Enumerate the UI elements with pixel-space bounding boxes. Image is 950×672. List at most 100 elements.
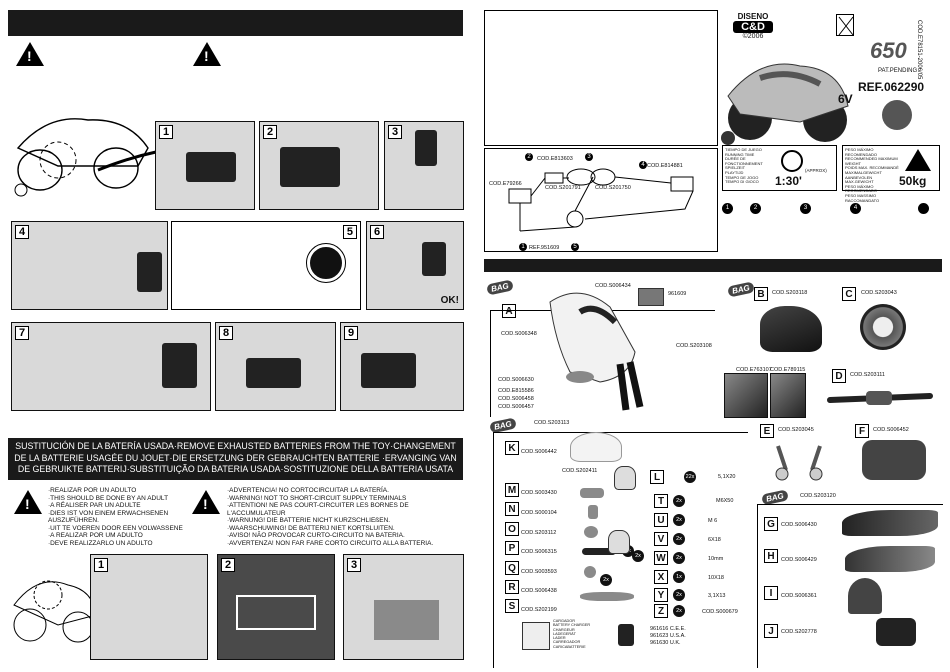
part-code: COD.S006452: [873, 427, 909, 433]
step-number: 2: [221, 558, 236, 572]
part-code: COD.S203113: [534, 420, 570, 426]
part-photo-d2: [770, 373, 806, 418]
step-photo-6: 6 OK!: [366, 221, 464, 310]
warning-triangle-icon: [14, 490, 42, 514]
step-photo-7: 7: [11, 322, 211, 411]
wiring-marker: 5: [571, 243, 579, 251]
warning-triangle-icon: [192, 490, 220, 514]
wiring-marker: 2: [525, 153, 533, 161]
quantity-badge: 2x: [600, 574, 612, 586]
product-photo: [720, 48, 855, 148]
battery-section-title: SUSTITUCIÓN DE LA BATERÍA USADA·REMOVE E…: [14, 441, 457, 474]
part-code: COD.S003430: [521, 490, 557, 496]
wiring-marker: 4: [639, 161, 647, 169]
dot-marker-filled: [918, 203, 929, 214]
reference-label: REF.062290: [858, 80, 925, 94]
quantity-badge: 2x: [673, 605, 685, 617]
motorcycle-outline-icon: [14, 118, 157, 197]
ok-label: OK!: [440, 295, 459, 306]
part-letter: J: [764, 624, 778, 638]
bag-icon: [608, 530, 630, 554]
short-circuit-warning-list: ·ADVERTENCIA! NO CORTOCIRCUITAR LA BATER…: [227, 487, 434, 547]
part-code: COD.S203108: [676, 343, 712, 349]
small-part-q: [584, 566, 596, 578]
adult-warning-list: ·REALIZAR POR UN ADULTO ·THIS SHOULD BE …: [48, 487, 183, 547]
step-photo-4: 4: [11, 221, 168, 310]
part-letter: P: [505, 541, 519, 555]
part-code: COD.E815586: [498, 388, 534, 394]
side-panel-part-h: [845, 546, 935, 572]
weight-icon: [905, 149, 931, 171]
quantity-badge: 1x: [673, 571, 685, 583]
battery-title-bar: SUSTITUCIÓN DE LA BATERÍA USADA·REMOVE E…: [8, 438, 463, 480]
part-letter: H: [764, 549, 778, 563]
part-code: COD.S006430: [781, 522, 817, 528]
front-fairing-part: [760, 306, 822, 352]
part-letter: D: [832, 369, 846, 383]
step-number: 2: [263, 125, 278, 139]
step-number: 4: [15, 225, 30, 239]
warning-triangle-icon: [193, 42, 221, 66]
part-letter: R: [505, 580, 519, 594]
part-photo-d1: [724, 373, 768, 418]
part-code: COD.S006434: [595, 283, 631, 289]
step-photo-1: 1: [155, 121, 255, 210]
part-dimension: 5,1X20: [718, 474, 736, 480]
part-code: COD.S203118: [772, 290, 808, 296]
part-code: COD.S203111: [850, 372, 885, 378]
part-code: COD.S006361: [781, 593, 817, 599]
step-number: 3: [388, 125, 403, 139]
part-code: COD.S006457: [498, 404, 534, 410]
battery-step-3: 3: [343, 554, 464, 660]
part-letter: E: [760, 424, 774, 438]
children-icon: [882, 100, 912, 130]
bag-frame: [493, 432, 748, 668]
charger-labels: CARGADOR BATTERY CHARGER CHARGEUR LADEGE…: [553, 619, 591, 649]
run-time-box: TIEMPO DE JUEGO RUNNING TIME DURÉE DE FO…: [722, 145, 837, 191]
battery-step-1: 1: [90, 554, 208, 660]
max-weight-value: 50kg: [899, 174, 927, 188]
step-photo-2: 2: [259, 121, 379, 210]
stopwatch-icon: [306, 243, 346, 283]
part-code: COD.S000104: [521, 510, 557, 516]
step-number: 1: [159, 125, 174, 139]
model-logo: 650: [870, 38, 907, 63]
charger-plug-icon: [618, 624, 634, 646]
mudguard-part: [848, 578, 882, 614]
patent-label: PAT.PENDING: [878, 68, 918, 74]
part-code: COD.S202199: [521, 607, 557, 613]
small-part-m: [580, 488, 604, 498]
part-dimension: 10X18: [708, 575, 724, 581]
part-code: COD.S006315: [521, 549, 557, 555]
motorcycle-body-part: [540, 282, 650, 412]
run-time-value: 1:30': [775, 174, 802, 188]
motorcycle-outline-icon: [13, 580, 97, 643]
charger-box-icon: [522, 622, 550, 650]
throttle-grip-part: [582, 548, 616, 555]
quantity-badge: 2x: [673, 495, 685, 507]
sticker-part: [580, 592, 634, 601]
quantity-badge: 2x: [673, 533, 685, 545]
side-code: COD.E78151-2006/05: [916, 20, 922, 80]
wiring-marker: 3: [585, 153, 593, 161]
part-letter: Z: [654, 604, 668, 618]
step-number: 9: [344, 326, 359, 340]
quantity-badge: 2x: [673, 589, 685, 601]
part-code: COD.S203112: [521, 530, 557, 536]
recycle-bin-icon: [836, 14, 854, 36]
step-number: 8: [219, 326, 234, 340]
wiring-code: COD.E79266: [489, 181, 522, 187]
bag-tag: BAG: [486, 279, 514, 296]
part-letter: I: [764, 586, 778, 600]
part-code: COD.S000679: [702, 609, 738, 615]
battery-step-2: 2: [217, 554, 335, 660]
step-number: 3: [347, 558, 362, 572]
part-letter: A: [502, 304, 516, 318]
training-wheels-part: [768, 440, 834, 482]
wiring-marker: 1: [519, 243, 527, 251]
parts-header-bar: [484, 259, 942, 272]
part-code: COD.S202411: [562, 468, 598, 474]
step-number: 5: [342, 225, 357, 239]
bag-icon: [614, 466, 636, 490]
part-dimension: M6X50: [716, 498, 734, 504]
